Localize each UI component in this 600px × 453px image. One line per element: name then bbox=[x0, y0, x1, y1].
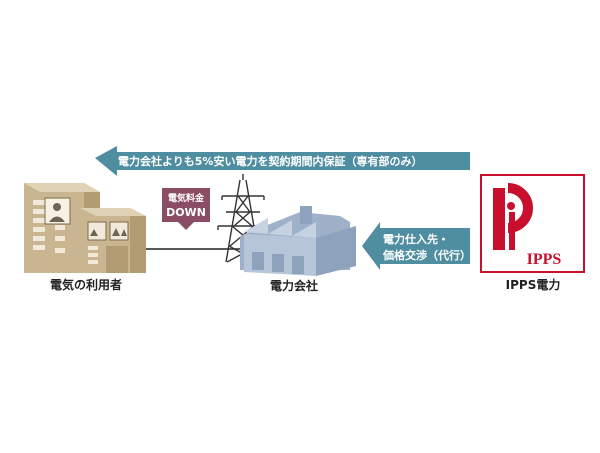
top-arrow: 電力会社よりも5%安い電力を契約期間内保証（専有部のみ） bbox=[95, 146, 470, 176]
mid-arrow-line1: 電力仕入先・ bbox=[383, 232, 449, 246]
transmission-tower-icon bbox=[217, 174, 269, 263]
user-buildings-icon bbox=[24, 183, 146, 273]
badge-line2: DOWN bbox=[166, 206, 206, 219]
ipps-label: IPPS電力 bbox=[505, 278, 561, 292]
badge-line1: 電気料金 bbox=[168, 192, 205, 204]
ipps-logo-text: IPPS bbox=[527, 251, 562, 268]
top-arrow-text: 電力会社よりも5%安い電力を契約期間内保証（専有部のみ） bbox=[118, 154, 422, 168]
factory-icon bbox=[240, 206, 356, 276]
user-label: 電気の利用者 bbox=[49, 278, 122, 292]
utility-label: 電力会社 bbox=[269, 279, 318, 293]
ipps-logo: IPPS bbox=[480, 174, 585, 273]
mid-arrow: 電力仕入先・ 価格交渉（代行） bbox=[362, 222, 471, 270]
price-down-badge: 電気料金 DOWN bbox=[162, 188, 210, 230]
mid-arrow-line2: 価格交渉（代行） bbox=[382, 248, 471, 262]
